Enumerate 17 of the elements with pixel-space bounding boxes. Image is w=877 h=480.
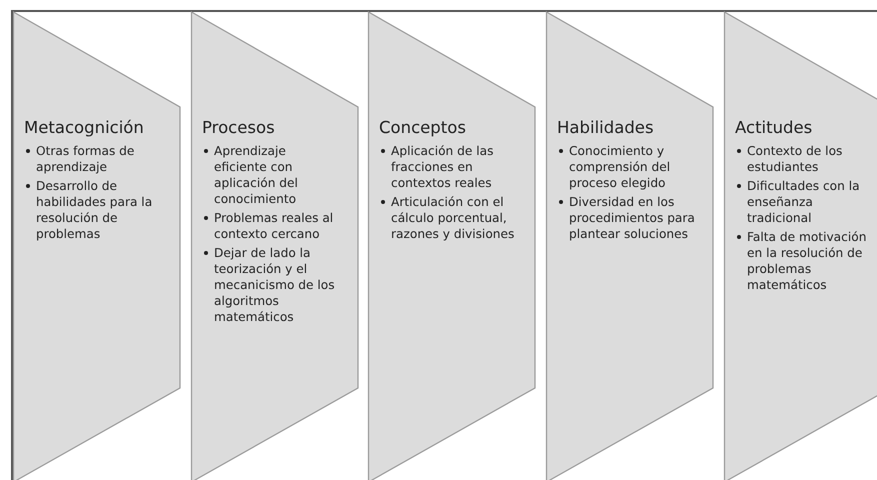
panel-heading: Habilidades bbox=[557, 118, 655, 137]
bullet-item: Contexto de los estudiantes bbox=[747, 143, 844, 175]
bullet-item: Diversidad en los procedimientos para plantear soluciones bbox=[569, 194, 696, 242]
bullet-item: Desarrollo de habilidades para la resolución de problemas bbox=[36, 178, 154, 242]
bullet-item: Dejar de lado la teorización y el mecanicismo de los algoritmos matemáticos bbox=[214, 245, 336, 325]
panel-heading: Procesos bbox=[202, 118, 276, 137]
bullet-item: Aprendizaje eficiente con aplicación del conocimiento bbox=[214, 143, 299, 207]
panel-heading: Conceptos bbox=[379, 118, 467, 137]
panel-heading: Metacognición bbox=[24, 118, 145, 137]
bullet-item: Otras formas de aprendizaje bbox=[36, 143, 136, 175]
bullet-item: Dificultades con la enseñanza tradicional bbox=[747, 178, 861, 226]
bullet-item: Problemas reales al contexto cercano bbox=[214, 210, 334, 242]
bullet-item: Articulación con el cálculo porcentual, razones y divisiones bbox=[391, 194, 516, 242]
panel-heading: Actitudes bbox=[735, 118, 814, 137]
bullet-item: Conocimiento y comprensión del proceso elegido bbox=[569, 143, 672, 191]
bullet-item: Aplicación de las fracciones en contextos reales bbox=[391, 143, 494, 191]
bullet-item: Falta de motivación en la resolución de problemas matemáticos bbox=[747, 229, 868, 293]
